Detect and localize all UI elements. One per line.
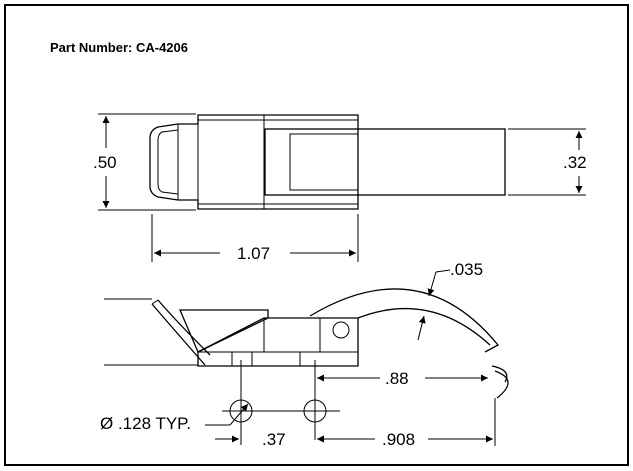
mounting-holes: Ø .128 TYP.: [100, 360, 340, 445]
dimension-length-overall: 1.07: [151, 214, 359, 263]
label-wire-thickness: .035: [450, 260, 483, 279]
label-height-overall: .50: [93, 153, 117, 172]
label-span-keeper: .908: [382, 430, 415, 449]
label-height-keeper: .32: [563, 153, 587, 172]
part-number-title: Part Number: CA-4206: [50, 40, 188, 55]
top-view: [149, 114, 506, 210]
label-span-hook: .88: [385, 369, 409, 388]
dimension-height-overall: .50: [93, 113, 196, 211]
dimension-span-hook: .88: [314, 360, 488, 440]
label-hole-spacing: .37: [262, 430, 286, 449]
side-view: [151, 288, 509, 399]
label-hole-diameter: Ø .128 TYP.: [100, 414, 191, 433]
dimension-wire-thickness: .035: [417, 260, 483, 341]
dimension-span-keeper: .908: [317, 398, 496, 449]
label-length-overall: 1.07: [237, 244, 270, 263]
dimension-height-keeper: .32: [508, 128, 587, 196]
drawing-border: [4, 4, 629, 466]
